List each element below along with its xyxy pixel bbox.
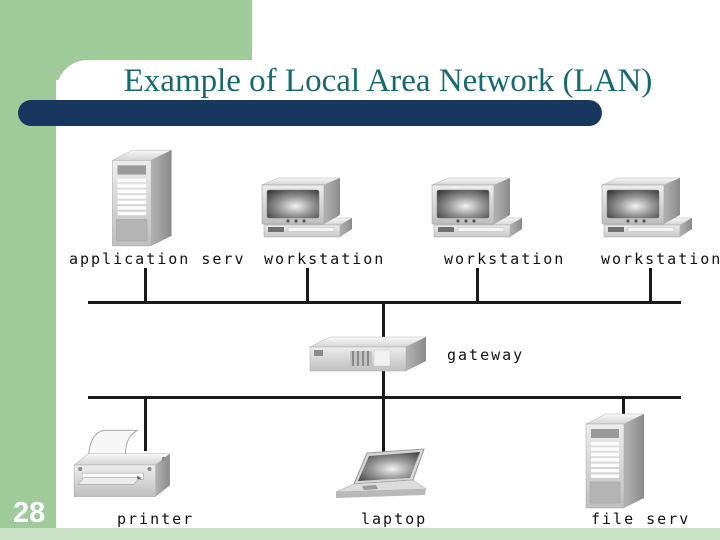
workstation-2-link-line — [476, 268, 479, 302]
workstation-2-node — [428, 176, 528, 247]
application-server-node — [112, 146, 174, 253]
page-title: Example of Local Area Network (LAN) — [123, 63, 653, 99]
workstation-icon — [601, 177, 693, 238]
workstation-3-label: workstation — [601, 250, 720, 268]
app-server-link-line — [144, 268, 147, 302]
workstation-icon — [261, 177, 353, 238]
top-bus-line — [88, 301, 681, 304]
printer-label: printer — [117, 510, 195, 528]
laptop-label: laptop — [361, 510, 428, 528]
workstation-1-node — [258, 176, 358, 247]
workstation-1-link-line — [306, 268, 309, 302]
workstation-2-label: workstation — [444, 250, 566, 268]
workstation-3-node — [598, 176, 698, 247]
file-server-link-line — [622, 398, 625, 415]
printer-link-line — [144, 398, 147, 451]
gateway-icon — [309, 336, 427, 372]
workstation-icon — [431, 177, 523, 238]
laptop-link-line — [382, 398, 385, 463]
bottom-bus-line — [88, 396, 681, 399]
printer-icon — [73, 429, 171, 497]
bottom-strip — [0, 528, 720, 540]
file-server-label: file serv — [591, 510, 691, 528]
server-tower-icon — [112, 149, 172, 247]
laptop-icon — [335, 448, 427, 498]
application-server-label: application serv — [69, 250, 246, 268]
workstation-1-label: workstation — [264, 250, 386, 268]
slide-number: 28 — [13, 497, 46, 529]
file-server-icon — [585, 413, 645, 509]
gateway-label: gateway — [447, 346, 525, 364]
file-server-node — [584, 410, 648, 515]
laptop-node — [334, 448, 434, 515]
green-sidebar — [0, 0, 56, 540]
gateway-node — [306, 334, 430, 379]
printer-node — [70, 426, 176, 511]
accent-bar — [18, 100, 602, 126]
workstation-3-link-line — [649, 268, 652, 302]
